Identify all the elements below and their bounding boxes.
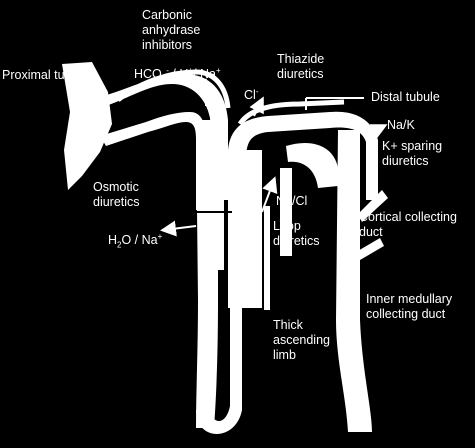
bowmans-capsule xyxy=(62,62,112,190)
distal-tubule-label: Distal tubule xyxy=(371,90,440,104)
cortical-branch-1 xyxy=(358,190,388,222)
na-cl-label: Na/Cl xyxy=(276,194,308,208)
loop-diuretics-label: Loop diuretics xyxy=(273,219,320,248)
cl-arrow xyxy=(249,96,264,117)
thick-limb-strip xyxy=(264,206,270,310)
cortical-branch-2 xyxy=(356,238,384,260)
distal-tubule-arc xyxy=(228,111,378,200)
macula-arc xyxy=(237,99,345,126)
h2o-label: H2O / Na+ xyxy=(108,232,163,250)
descending-limb xyxy=(196,120,218,428)
distal-lobe xyxy=(286,142,338,188)
nak-arrow xyxy=(363,124,388,139)
cortical-collecting-label: Cortical collecting duct xyxy=(359,210,457,239)
nacl-arrow xyxy=(261,176,278,213)
cl-label: Cl- xyxy=(244,87,259,103)
collecting-duct xyxy=(336,130,372,432)
h2o-arrow xyxy=(160,220,197,237)
inner-medullary-label: Inner medullary collecting duct xyxy=(366,292,453,321)
proximal-outer-arc xyxy=(116,69,231,109)
proximal-tubule-bend xyxy=(100,112,206,210)
distal-lobe-2 xyxy=(280,168,292,256)
hco3-label: HCO3- / H+/ Na+ xyxy=(134,66,221,84)
thiazide-label: Thiazide diuretics xyxy=(277,52,325,81)
thick-ascending-limb xyxy=(228,150,262,308)
thick-ascending-label: Thick ascending limb xyxy=(273,318,330,362)
na-k-label: Na/K xyxy=(387,118,415,132)
thin-descending-strip xyxy=(216,128,224,270)
osmotic-label: Osmotic diuretics xyxy=(93,180,140,209)
k-sparing-label: K+ sparing diuretics xyxy=(382,139,443,168)
carbonic-anhydrase-label: Carbonic anhydrase inhibitors xyxy=(142,8,201,52)
